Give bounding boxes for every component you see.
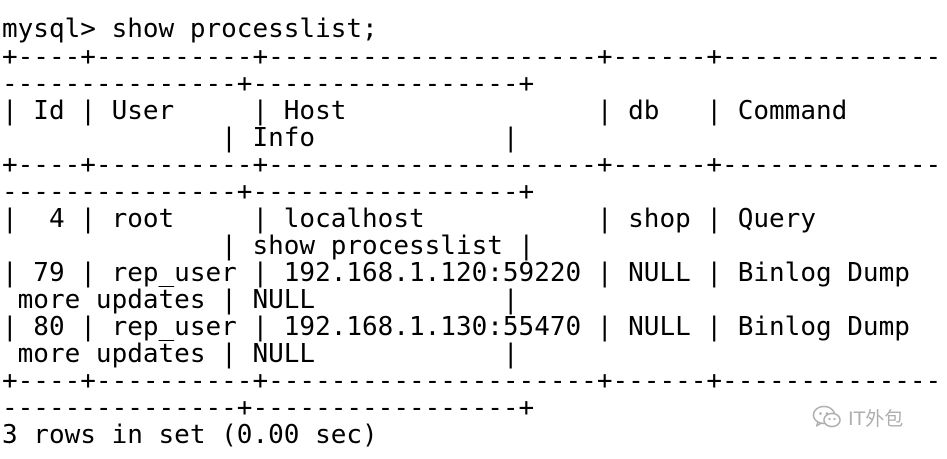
watermark: IT外包: [812, 402, 903, 432]
terminal-line-prompt: mysql> show processlist;: [2, 14, 378, 44]
terminal-line-row-2: | 79 | rep_user | 192.168.1.120:59220 | …: [2, 258, 910, 288]
terminal-line-row-2-wrap: more updates | NULL |: [2, 285, 519, 315]
terminal-line-border-bottom: +----+----------+---------------------+-…: [2, 366, 942, 396]
terminal-line-border-top: +----+----------+---------------------+-…: [2, 42, 942, 72]
terminal-line-row-1: | 4 | root | localhost | shop | Query: [2, 204, 816, 234]
terminal-line-border-top-wrap: ---------------+-----------------+: [2, 69, 535, 99]
wechat-icon: [812, 405, 841, 428]
terminal-line-header-wrap: | Info |: [2, 123, 519, 153]
terminal-line-border-mid: +----+----------+---------------------+-…: [2, 150, 942, 180]
terminal-line-border-bottom-wrap: ---------------+-----------------+: [2, 393, 535, 423]
terminal-line-row-3-wrap: more updates | NULL |: [2, 339, 519, 369]
terminal-line-header: | Id | User | Host | db | Command: [2, 96, 848, 126]
watermark-text: IT外包: [848, 407, 904, 430]
terminal-line-result-summary: 3 rows in set (0.00 sec): [2, 420, 378, 450]
terminal-line-border-mid-wrap: ---------------+-----------------+: [2, 177, 535, 207]
terminal-output: mysql> show processlist; +----+---------…: [0, 12, 947, 459]
terminal-line-row-3: | 80 | rep_user | 192.168.1.130:55470 | …: [2, 312, 910, 342]
terminal-line-row-1-wrap: | show processlist |: [2, 231, 535, 261]
